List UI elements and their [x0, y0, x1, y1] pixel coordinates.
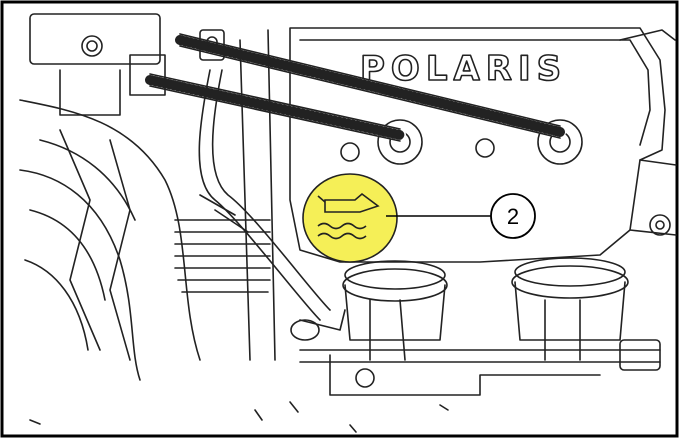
polaris-logo: POLARIS	[360, 49, 567, 89]
throttle-body-right	[511, 257, 629, 361]
intake-duct	[19, 99, 201, 381]
callout-bubble	[490, 193, 536, 239]
oil-fill-cap	[302, 173, 398, 263]
engine-line-art: POLARIS	[19, 13, 677, 433]
oil-can-icon	[317, 192, 380, 213]
braided-hose-upper	[174, 33, 566, 139]
oil-level-waves-icon	[317, 222, 367, 240]
braided-hose-lower	[144, 73, 406, 142]
cover-bolts	[340, 119, 671, 236]
callout-2: 2	[386, 193, 536, 239]
callout-number: 2	[507, 204, 519, 229]
